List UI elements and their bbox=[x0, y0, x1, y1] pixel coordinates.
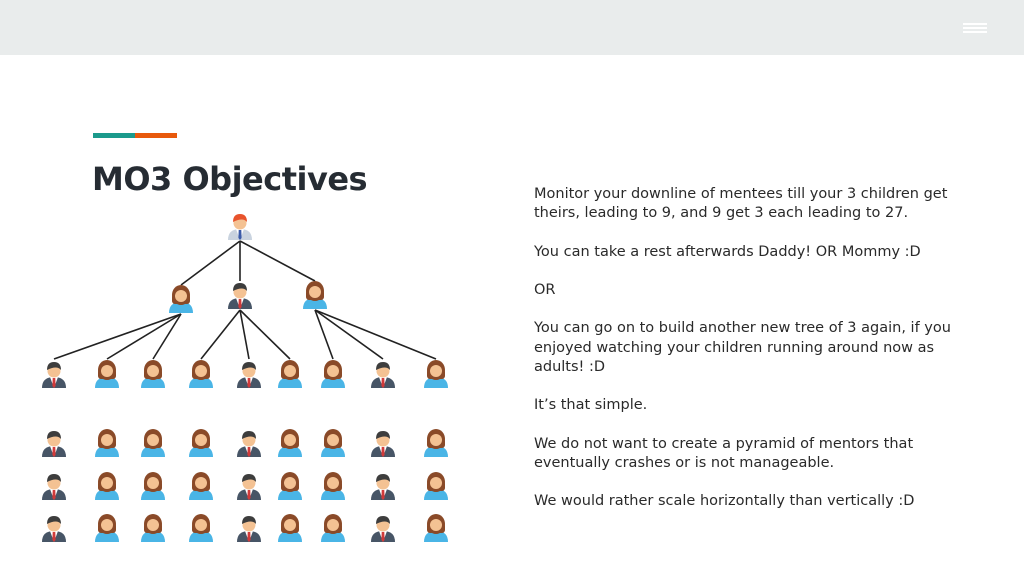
woman-icon bbox=[141, 514, 165, 542]
woman-icon bbox=[424, 514, 448, 542]
page-title: MO3 Objectives bbox=[92, 160, 368, 198]
paragraph: Monitor your downline of mentees till yo… bbox=[534, 186, 948, 222]
accent-teal-segment bbox=[93, 133, 135, 138]
body-text: Monitor your downline of mentees till yo… bbox=[534, 185, 974, 531]
woman-icon bbox=[278, 514, 302, 542]
man-icon bbox=[228, 283, 252, 309]
woman-icon bbox=[424, 429, 448, 457]
connector-line bbox=[239, 309, 250, 360]
paragraph: OR bbox=[534, 281, 556, 298]
woman-icon bbox=[424, 472, 448, 500]
woman-icon bbox=[321, 472, 345, 500]
man-icon bbox=[237, 474, 261, 500]
connector-line bbox=[239, 309, 291, 360]
paragraph: You can go on to build another new tree … bbox=[534, 320, 951, 375]
hamburger-icon[interactable] bbox=[958, 18, 992, 38]
woman-icon bbox=[95, 360, 119, 388]
woman-icon bbox=[424, 360, 448, 388]
connector-line bbox=[314, 309, 334, 360]
woman-icon bbox=[95, 514, 119, 542]
paragraph: We do not want to create a pyramid of me… bbox=[534, 435, 914, 471]
paragraph: You can take a rest afterwards Daddy! OR… bbox=[534, 243, 921, 260]
man-icon bbox=[42, 474, 66, 500]
woman-icon bbox=[189, 472, 213, 500]
man-icon bbox=[237, 516, 261, 542]
man-icon bbox=[371, 362, 395, 388]
connector-line bbox=[239, 240, 316, 282]
connector-line bbox=[200, 309, 241, 360]
man-icon bbox=[371, 516, 395, 542]
title-accent-bar bbox=[93, 133, 177, 138]
woman-icon bbox=[321, 514, 345, 542]
man-icon bbox=[42, 362, 66, 388]
man-icon bbox=[371, 474, 395, 500]
paragraph: We would rather scale horizontally than … bbox=[534, 493, 915, 510]
woman-icon bbox=[95, 429, 119, 457]
man-icon bbox=[228, 214, 252, 240]
connector-line bbox=[314, 309, 437, 360]
connector-line bbox=[106, 313, 182, 360]
woman-icon bbox=[141, 429, 165, 457]
connector-line bbox=[53, 313, 182, 360]
connector-line bbox=[152, 313, 182, 360]
woman-icon bbox=[95, 472, 119, 500]
accent-orange-segment bbox=[135, 133, 177, 138]
woman-icon bbox=[321, 360, 345, 388]
woman-icon bbox=[141, 472, 165, 500]
woman-icon bbox=[303, 281, 327, 309]
man-icon bbox=[237, 431, 261, 457]
paragraph: It’s that simple. bbox=[534, 397, 648, 414]
top-bar bbox=[0, 0, 1024, 55]
woman-icon bbox=[189, 360, 213, 388]
man-icon bbox=[42, 431, 66, 457]
man-icon bbox=[237, 362, 261, 388]
man-icon bbox=[42, 516, 66, 542]
woman-icon bbox=[278, 360, 302, 388]
woman-icon bbox=[141, 360, 165, 388]
connector-line bbox=[180, 240, 241, 286]
woman-icon bbox=[189, 514, 213, 542]
woman-icon bbox=[169, 285, 193, 313]
man-icon bbox=[371, 431, 395, 457]
woman-icon bbox=[321, 429, 345, 457]
connector-line bbox=[314, 309, 384, 360]
woman-icon bbox=[278, 429, 302, 457]
woman-icon bbox=[189, 429, 213, 457]
woman-icon bbox=[278, 472, 302, 500]
